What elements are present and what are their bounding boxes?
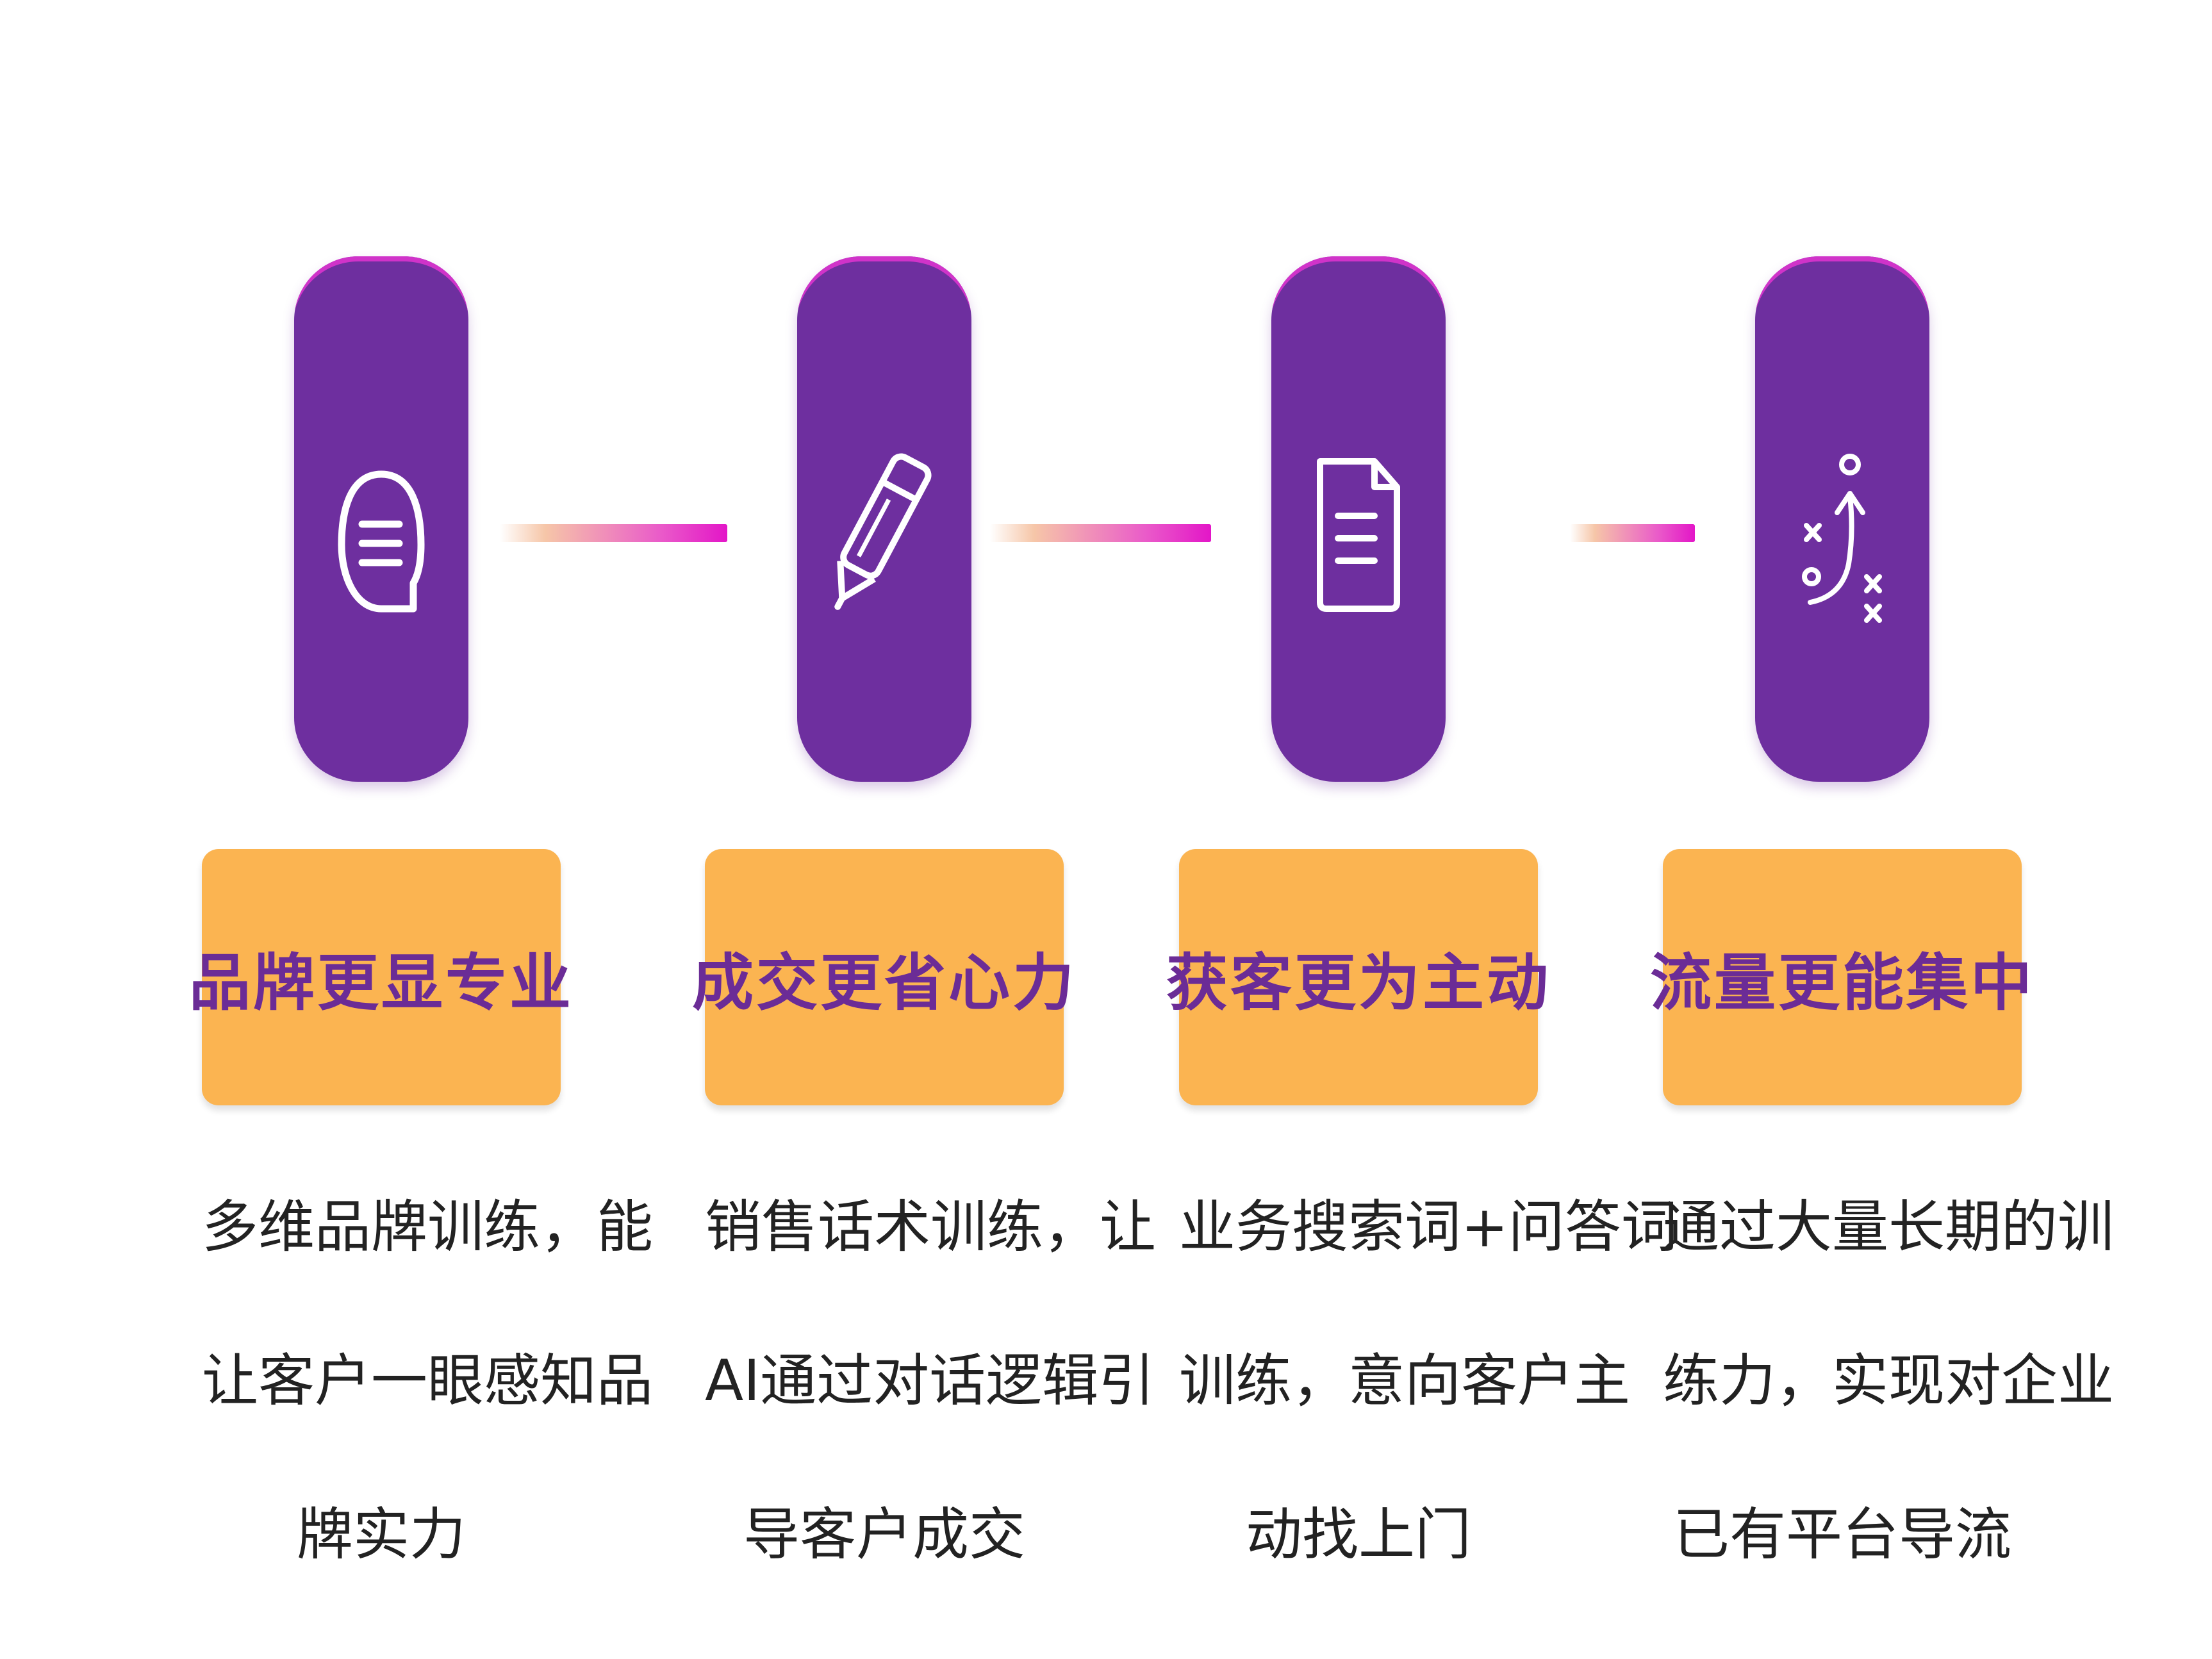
feature-title-box: 品牌更显专业	[189, 849, 571, 1105]
icon-tile	[1271, 256, 1446, 782]
feature-card-sales: 成交更省心力 销售话术训练，让 AI通过对话逻辑引 导客户成交	[692, 256, 1156, 1602]
document-icon	[1317, 458, 1400, 612]
description-line: 训练，意向客户主	[1179, 1348, 1631, 1414]
feature-title-box: 成交更省心力	[692, 849, 1074, 1105]
feature-title: 成交更省心力	[692, 946, 1077, 1019]
feature-title-box: 获客更为主动	[1166, 849, 1548, 1105]
description-line: 已有平台导流	[1672, 1501, 2011, 1567]
feature-description: 销售话术训练，让 AI通过对话逻辑引 导客户成交	[705, 1150, 1157, 1612]
feature-card-brand: 品牌更显专业 多维品牌训练，能 让客户一眼感知品 牌实力	[189, 256, 653, 1602]
description-line: 多维品牌训练，能	[202, 1194, 654, 1260]
description-line: 让客户一眼感知品	[202, 1348, 654, 1414]
pencil-icon	[834, 453, 932, 610]
feature-card-traffic: 流量更能集中 通过大量长期的训 练力，实现对企业 已有平台导流	[1650, 256, 2114, 1602]
description-line: 练力，实现对企业	[1663, 1348, 2115, 1414]
description-line: 牌实力	[296, 1501, 466, 1567]
feature-title: 品牌更显专业	[189, 946, 574, 1019]
feature-card-leads: 获客更为主动 业务搜索词+问答词 训练，意向客户主 动找上门	[1166, 256, 1678, 1602]
connector-line-2	[990, 524, 1211, 542]
icon-tile	[797, 256, 971, 782]
feature-title-box: 流量更能集中	[1650, 849, 2032, 1105]
description-line: 销售话术训练，让	[705, 1194, 1157, 1260]
description-line: 通过大量长期的训	[1663, 1194, 2115, 1260]
description-line: AI通过对话逻辑引	[705, 1348, 1155, 1414]
icon-tile	[294, 256, 468, 782]
feature-title: 获客更为主动	[1166, 946, 1551, 1019]
strategy-play-icon	[1802, 454, 1882, 623]
description-line: 动找上门	[1245, 1501, 1471, 1567]
description-line: 导客户成交	[743, 1501, 1025, 1567]
feature-description: 业务搜索词+问答词 训练，意向客户主 动找上门	[1179, 1150, 1678, 1612]
description-line: 业务搜索词+问答词	[1179, 1194, 1678, 1260]
speech-bubble-icon	[338, 470, 425, 613]
connector-line-1	[500, 524, 727, 542]
feature-title: 流量更能集中	[1650, 946, 2035, 1019]
icon-tile	[1755, 256, 1929, 782]
feature-description: 多维品牌训练，能 让客户一眼感知品 牌实力	[202, 1150, 654, 1612]
feature-description: 通过大量长期的训 练力，实现对企业 已有平台导流	[1663, 1150, 2115, 1612]
connector-line-3	[1570, 524, 1695, 542]
